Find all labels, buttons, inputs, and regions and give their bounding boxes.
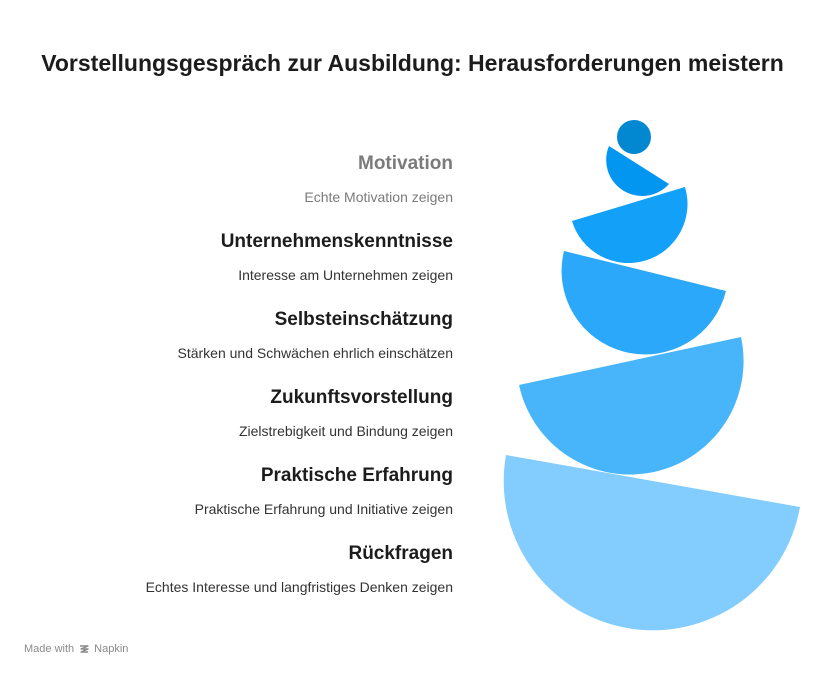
item-unternehmenskenntnisse: Unternehmenskenntnisse Interesse am Unte…	[13, 231, 453, 283]
bowl-praktische-erfahrung	[519, 337, 744, 475]
item-description: Echtes Interesse und langfristiges Denke…	[145, 579, 453, 595]
item-description: Praktische Erfahrung und Initiative zeig…	[194, 501, 453, 517]
bowl-unternehmenskenntnisse	[606, 146, 669, 197]
napkin-brand: Napkin	[94, 643, 129, 655]
item-selbsteinschaetzung: Selbsteinschätzung Stärken und Schwächen…	[13, 309, 453, 361]
napkin-logo-icon	[80, 645, 89, 653]
item-title: Selbsteinschätzung	[274, 309, 453, 330]
item-rueckfragen: Rückfragen Echtes Interesse und langfris…	[13, 543, 453, 595]
bowl-zukunftsvorstellung	[561, 251, 726, 355]
ball-motivation	[617, 120, 651, 154]
item-title: Unternehmenskenntnisse	[220, 231, 453, 252]
item-title: Rückfragen	[348, 543, 453, 564]
item-title: Praktische Erfahrung	[260, 465, 453, 486]
item-description: Zielstrebigkeit und Bindung zeigen	[238, 423, 453, 439]
item-title: Motivation	[358, 153, 453, 174]
page-title: Vorstellungsgespräch zur Ausbildung: Her…	[41, 50, 784, 76]
item-zukunftsvorstellung: Zukunftsvorstellung Zielstrebigkeit und …	[13, 387, 453, 439]
item-praktische-erfahrung: Praktische Erfahrung Praktische Erfahrun…	[13, 465, 453, 517]
bowl-selbsteinschaetzung	[572, 187, 688, 264]
footer: Made with Napkin	[24, 643, 128, 655]
item-motivation: Motivation Echte Motivation zeigen	[13, 153, 453, 205]
made-with-text: Made with	[24, 643, 75, 655]
bowl-rueckfragen	[503, 455, 800, 631]
item-title: Zukunftsvorstellung	[270, 387, 453, 408]
item-description: Echte Motivation zeigen	[304, 189, 453, 205]
item-description: Interesse am Unternehmen zeigen	[238, 267, 453, 283]
item-description: Stärken und Schwächen ehrlich einschätze…	[177, 345, 453, 361]
